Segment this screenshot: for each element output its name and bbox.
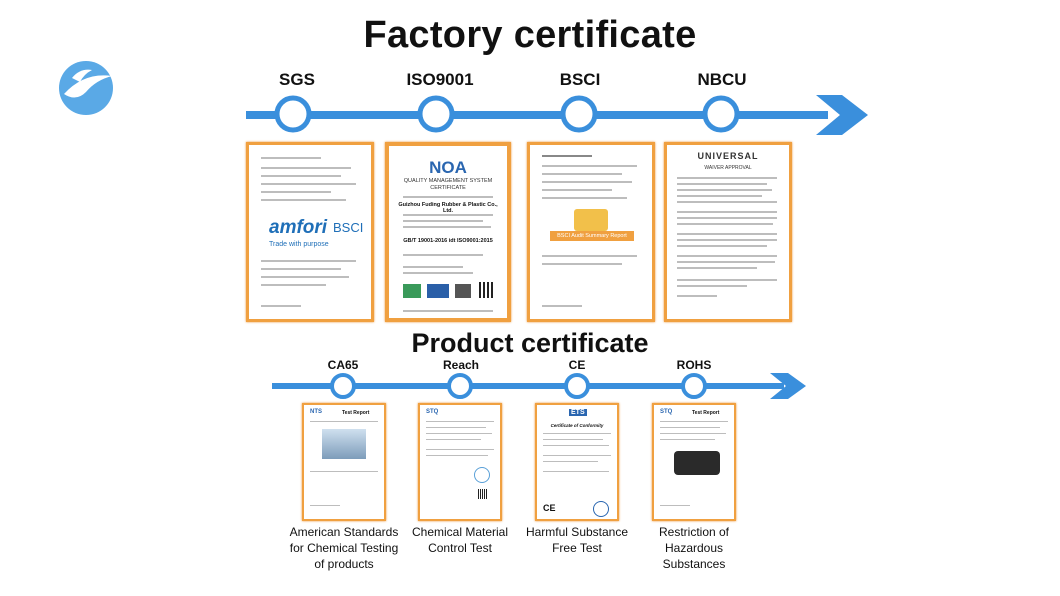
- stage-label-iso9001: ISO9001: [406, 70, 474, 89]
- stq-brand-reach: STQ: [426, 409, 439, 415]
- stq-brand-rohs: STQ: [660, 409, 673, 415]
- noa-company: Guizhou Fuding Rubber & Plastic Co., Ltd…: [398, 202, 498, 214]
- caption-ca65: American Standards for Chemical Testing …: [289, 525, 399, 571]
- stamp-icon: [474, 467, 490, 483]
- ets-brand: ETS: [569, 409, 587, 416]
- factory-node-iso9001: [417, 95, 455, 133]
- factory-node-nbcu: [702, 95, 740, 133]
- amfori-tagline: Trade with purpose: [269, 241, 329, 248]
- certificate-bsci-report: BSCI Audit Summary Report: [527, 142, 655, 322]
- certificate-sgs-amfori: amfori BSCI Trade with purpose: [246, 142, 374, 322]
- factory-node-bsci: [560, 95, 598, 133]
- product-node-ce: [564, 373, 590, 399]
- product-node-ca65: [330, 373, 356, 399]
- amfori-bsci-mark: BSCI: [333, 220, 364, 235]
- product-certificate-title: Product certificate: [411, 328, 649, 358]
- stage-label-ca65: CA65: [327, 358, 359, 372]
- stage-label-bsci: BSCI: [559, 70, 601, 89]
- certificate-reach: STQ: [418, 403, 502, 521]
- certificate-rohs: STQ Test Report: [652, 403, 736, 521]
- certificate-ca65: NTS Test Report: [302, 403, 386, 521]
- factory-timeline-arrow: [816, 95, 868, 135]
- noa-standard: GB/T 19001-2016 idt ISO9001:2015: [403, 238, 493, 244]
- product-photo: [322, 429, 366, 459]
- certificate-iso9001-noa: NOA QUALITY MANAGEMENT SYSTEM CERTIFICAT…: [385, 142, 511, 322]
- stage-label-reach: Reach: [442, 358, 480, 372]
- caption-reach: Chemical Material Control Test: [411, 525, 509, 555]
- bsci-report-banner: BSCI Audit Summary Report: [550, 231, 634, 241]
- stage-label-ce: CE: [568, 358, 586, 372]
- product-sample-photo: [674, 451, 720, 475]
- product-timeline-arrow: [770, 373, 806, 399]
- iaf-mark-icon: [427, 284, 449, 298]
- stage-label-rohs: ROHS: [676, 358, 712, 372]
- noa-subtitle: QUALITY MANAGEMENT SYSTEM CERTIFICATE: [403, 178, 493, 191]
- rohs-test-report-heading: Test Report: [692, 410, 720, 416]
- caption-ce: Harmful Substance Free Test: [525, 525, 629, 555]
- stage-label-sgs: SGS: [279, 70, 315, 89]
- factory-node-sgs: [274, 95, 312, 133]
- product-timeline-bar: [272, 383, 784, 389]
- product-node-rohs: [681, 373, 707, 399]
- caption-rohs: Restriction of Hazardous Substances: [658, 525, 730, 571]
- universal-brand: UNIVERSAL: [697, 151, 759, 161]
- waiver-approval-heading: WAIVER APPROVAL: [704, 165, 752, 171]
- ce-stamp-icon: [593, 501, 609, 517]
- ca65-test-report-heading: Test Report: [342, 410, 370, 416]
- amfori-brand: amfori: [269, 217, 328, 238]
- conformity-heading: Certificate of Conformity: [550, 423, 604, 428]
- nts-brand: NTS: [310, 409, 322, 415]
- certificate-ce: ETS Certificate of Conformity CE: [535, 403, 619, 521]
- factory-timeline-bar: [246, 111, 828, 119]
- report-illustration-icon: [574, 209, 608, 231]
- product-node-reach: [447, 373, 473, 399]
- ias-mark-icon: [455, 284, 471, 298]
- certificate-nbcu-waiver: UNIVERSAL WAIVER APPROVAL: [664, 142, 792, 322]
- factory-certificate-title: Factory certificate: [363, 14, 697, 56]
- accreditation-mark-icon: [403, 284, 421, 298]
- company-logo-icon: [56, 58, 116, 116]
- noa-brand: NOA: [429, 158, 467, 177]
- qr-code-icon: [479, 282, 495, 298]
- ce-mark-icon: CE: [543, 503, 556, 513]
- stage-label-nbcu: NBCU: [697, 70, 747, 89]
- qr-code-reach-icon: [478, 489, 488, 499]
